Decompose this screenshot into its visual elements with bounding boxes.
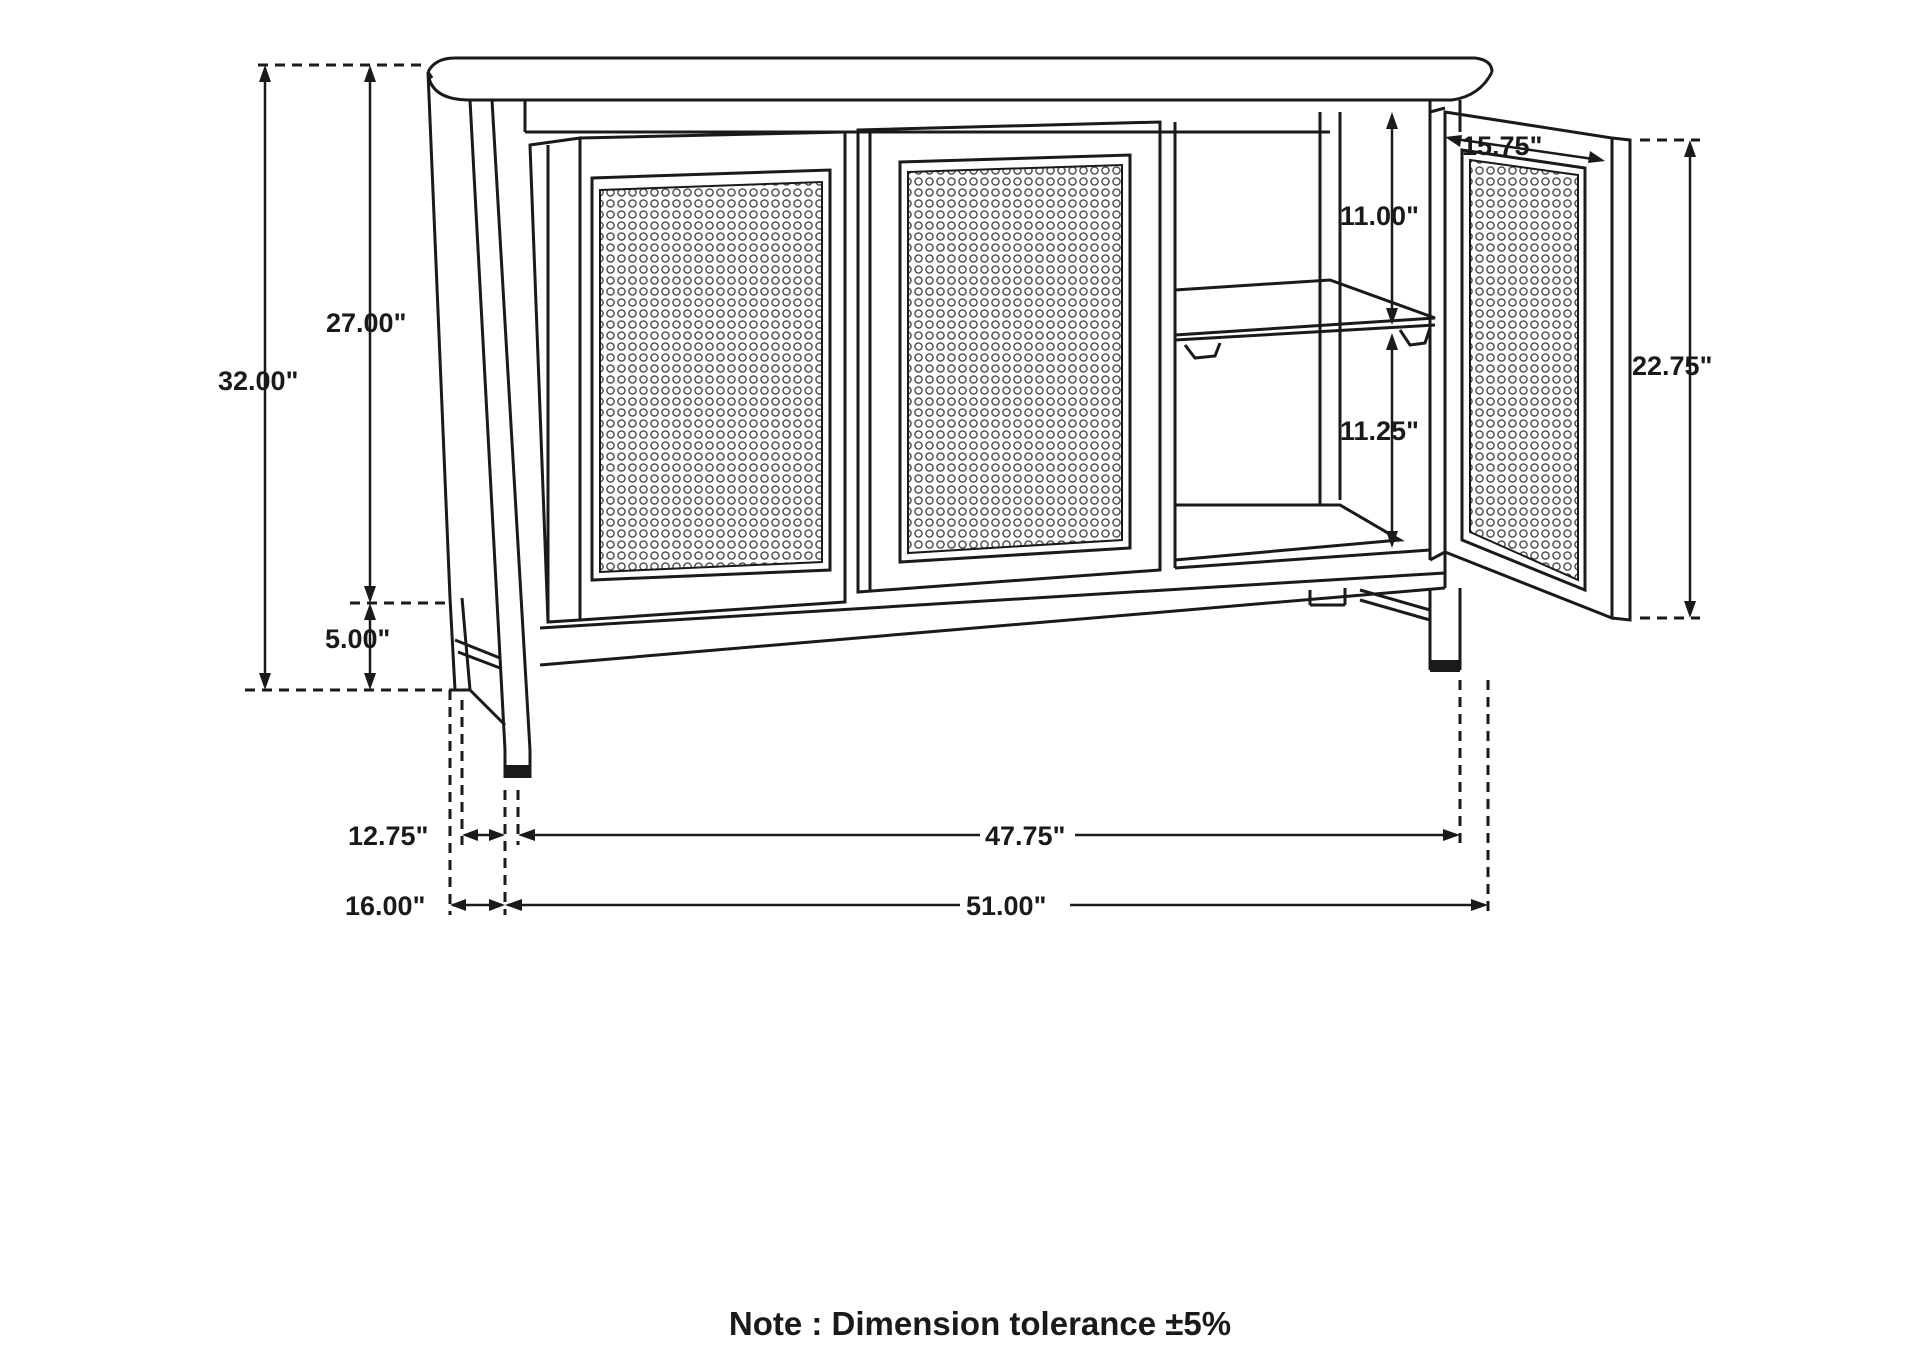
overall-depth-label: 16.00" <box>345 891 425 921</box>
inner-width-label: 47.75" <box>985 821 1065 851</box>
body-height-label: 27.00" <box>326 308 406 338</box>
cabinet-door-right-open <box>1429 106 1632 622</box>
leg-height-label: 5.00" <box>325 624 390 654</box>
shelf-lower-label: 11.25" <box>1340 416 1419 446</box>
door-width-label: 15.75" <box>1462 131 1542 161</box>
overall-height-label: 32.00" <box>218 366 298 396</box>
open-compartment <box>1173 122 1436 570</box>
door-height-label: 22.75" <box>1632 351 1712 381</box>
cabinet-drawing <box>426 56 1632 778</box>
cabinet-door-left <box>528 130 847 624</box>
tolerance-note: Note : Dimension tolerance ±5% <box>729 1305 1231 1342</box>
overall-width-label: 51.00" <box>966 891 1046 921</box>
inner-depth-label: 12.75" <box>348 821 428 851</box>
dimension-lines <box>245 63 1700 915</box>
shelf-upper-label: 11.00" <box>1340 201 1419 231</box>
cabinet-door-middle <box>856 120 1162 594</box>
